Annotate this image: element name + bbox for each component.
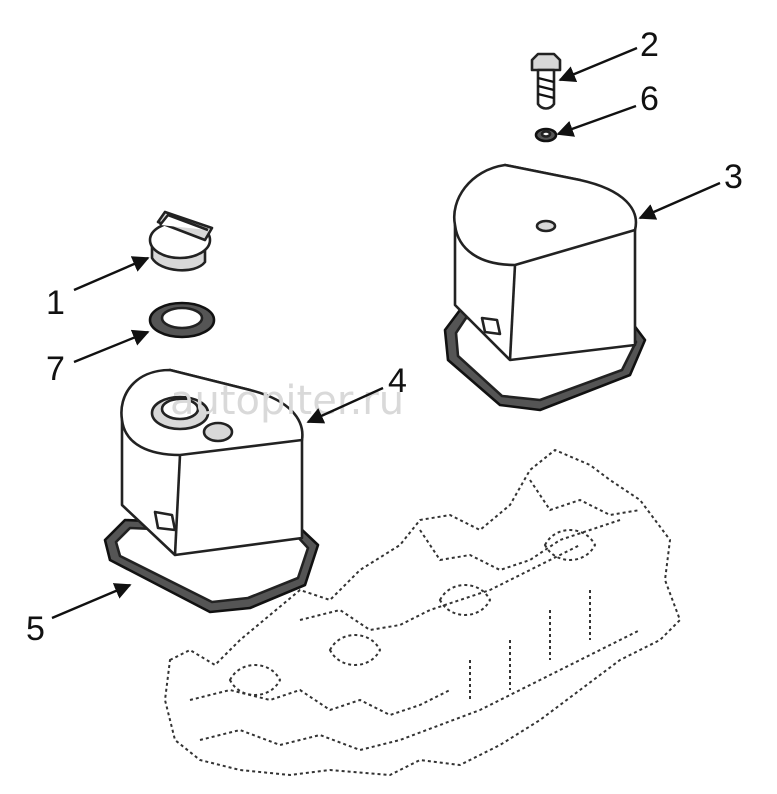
bolt-washer [534, 127, 558, 143]
leader-lines [51, 46, 721, 620]
left-valve-cover [120, 368, 304, 557]
oil-filler-cap [148, 210, 214, 272]
callout-1: 1 [46, 284, 65, 322]
right-valve-cover [452, 163, 638, 362]
filler-cap-seal [148, 301, 216, 339]
callout-7: 7 [46, 350, 65, 388]
callout-4: 4 [388, 362, 407, 400]
callout-5: 5 [26, 610, 45, 648]
callout-6: 6 [640, 80, 659, 118]
cover-bolt [530, 52, 562, 110]
watermark-text: autopiter.ru [170, 378, 404, 424]
cylinder-head [163, 448, 682, 777]
callout-2: 2 [640, 26, 659, 64]
callout-3: 3 [724, 158, 743, 196]
